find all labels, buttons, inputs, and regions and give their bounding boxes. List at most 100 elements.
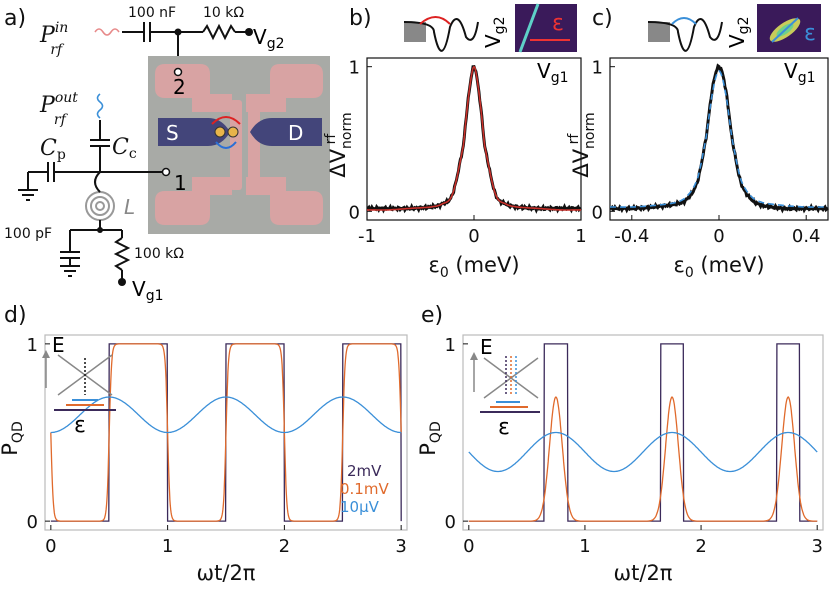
- x-tick-label: 0: [713, 226, 724, 247]
- series-0.1mV-line: [468, 396, 818, 522]
- rf-in-wave-icon: [94, 28, 120, 36]
- x-tick-label: 2: [279, 536, 290, 557]
- x-tick-label: 1: [575, 226, 586, 247]
- y-tick-label: 0: [27, 512, 38, 533]
- inset-d-epsilon: ε: [74, 413, 86, 438]
- x-axis-label: ωt/2π: [614, 561, 673, 585]
- resistor-100k-icon: [113, 237, 131, 271]
- inset-e-energy-diagram: [470, 352, 540, 413]
- resistor-10k-icon: [202, 23, 236, 41]
- cap-100pf-label: 100 pF: [4, 226, 52, 242]
- gate-top-left: [155, 64, 232, 112]
- source-label: S: [166, 121, 179, 145]
- series-10μV-line: [50, 396, 402, 434]
- x-tick-label: 3: [395, 536, 406, 557]
- gate-top-right: [246, 64, 323, 112]
- x-axis-label: ε0 (meV): [673, 253, 764, 281]
- series-data-line: [609, 63, 829, 214]
- series-fit-line: [367, 65, 581, 211]
- x-axis-label: ωt/2π: [197, 561, 256, 585]
- x-tick-label: 1: [579, 536, 590, 557]
- tunnel-arrow-red-icon: [211, 116, 241, 125]
- gate-bottom-left: [155, 177, 232, 225]
- y-axis-label: PQD: [416, 421, 444, 455]
- drain-lead: [250, 118, 322, 146]
- x-tick-label: 0: [468, 226, 479, 247]
- series-data-line: [366, 64, 582, 214]
- inset-c-potential: [647, 17, 723, 52]
- x-tick-label: 0.4: [792, 226, 821, 247]
- y-tick-label: 0: [349, 202, 360, 223]
- gate-2-label: 2: [173, 75, 186, 99]
- inset-c-epsilon-arrow-icon: [771, 17, 799, 43]
- gate-bottom-right: [246, 177, 323, 225]
- inset-e-energy: E: [480, 335, 493, 359]
- inset-b-potential: [403, 16, 479, 52]
- quantum-dot-1: [214, 126, 226, 138]
- cp-label: Cp: [40, 136, 66, 163]
- x-tick-label: 2: [695, 536, 706, 557]
- drain-label: D: [288, 121, 303, 145]
- cc-label: Cc: [112, 135, 137, 162]
- vg2-label: Vg2: [253, 25, 284, 52]
- chart-e: 0 1 2 3 0 1 ωt/2π PQD: [416, 334, 824, 585]
- inductor-label: L: [124, 195, 135, 219]
- inset-e-epsilon: ε: [498, 415, 510, 440]
- x-tick-label: 0: [45, 536, 56, 557]
- rf-out-wave-icon: [96, 93, 104, 119]
- y-tick-label: 0: [445, 512, 456, 533]
- panel-label-a: a): [4, 6, 26, 31]
- y-tick-label: 1: [349, 58, 360, 79]
- series-10μV-line: [468, 431, 818, 473]
- series-0.1mV-line: [50, 343, 402, 522]
- inset-c-epsilon: ε: [804, 21, 816, 46]
- series-2mV-line: [50, 343, 402, 522]
- x-tick-label: -1: [358, 226, 376, 247]
- legend-10uv: 10μV: [340, 498, 380, 516]
- inset-b-epsilon: ε: [552, 11, 564, 36]
- panel-label-c: c): [592, 6, 613, 31]
- x-tick-label: -0.4: [614, 226, 649, 247]
- y-tick-label: 1: [592, 58, 603, 79]
- gate-plunger-2: [248, 100, 260, 190]
- chart-b: -1 0 1 0 1 ε0 (meV) ΔVnormrf: [323, 57, 587, 281]
- inset-b-vg2: Vg2: [481, 17, 508, 48]
- x-axis-label: ε0 (meV): [428, 253, 519, 281]
- inset-d-energy-diagram: [42, 350, 116, 411]
- y-tick-label: 0: [592, 202, 603, 223]
- chart-d: 0 1 2 3 0 1 ωt/2π PQD: [0, 334, 408, 585]
- inset-b-map: [515, 4, 577, 52]
- source-lead: [158, 118, 230, 146]
- panel-label-e: e): [421, 303, 443, 328]
- x-tick-label: 3: [811, 536, 822, 557]
- inset-b-vg1: Vg1: [537, 59, 568, 86]
- inductor-spiral-icon: [85, 191, 115, 221]
- y-axis-label: ΔVnormrf: [566, 112, 598, 177]
- x-tick-label: 1: [162, 536, 173, 557]
- series-fit-line: [610, 70, 828, 208]
- res-100k-label: 100 kΩ: [134, 246, 184, 262]
- quantum-dot-2: [227, 126, 239, 138]
- legend-2mv: 2mV: [347, 462, 382, 480]
- inset-d-energy: E: [52, 333, 65, 357]
- cap-100nf-label: 100 nF: [128, 5, 176, 21]
- plot-frame-e: [462, 334, 824, 531]
- tunnel-arrow-blue-icon: [215, 141, 237, 149]
- panel-label-d: d): [4, 303, 27, 328]
- gate-1-label: 1: [174, 171, 187, 195]
- y-tick-label: 1: [27, 335, 38, 356]
- panel-label-b: b): [349, 6, 372, 31]
- inset-c-vg1: Vg1: [784, 59, 815, 86]
- y-tick-label: 1: [445, 335, 456, 356]
- inset-c-vg2: Vg2: [725, 17, 752, 48]
- res-10k-label: 10 kΩ: [203, 5, 244, 21]
- y-axis-label: PQD: [0, 421, 26, 455]
- vg1-label: Vg1: [132, 277, 163, 304]
- legend-01mv: 0.1mV: [340, 480, 389, 498]
- x-tick-label: 0: [463, 536, 474, 557]
- y-axis-label: ΔVnormrf: [323, 112, 355, 177]
